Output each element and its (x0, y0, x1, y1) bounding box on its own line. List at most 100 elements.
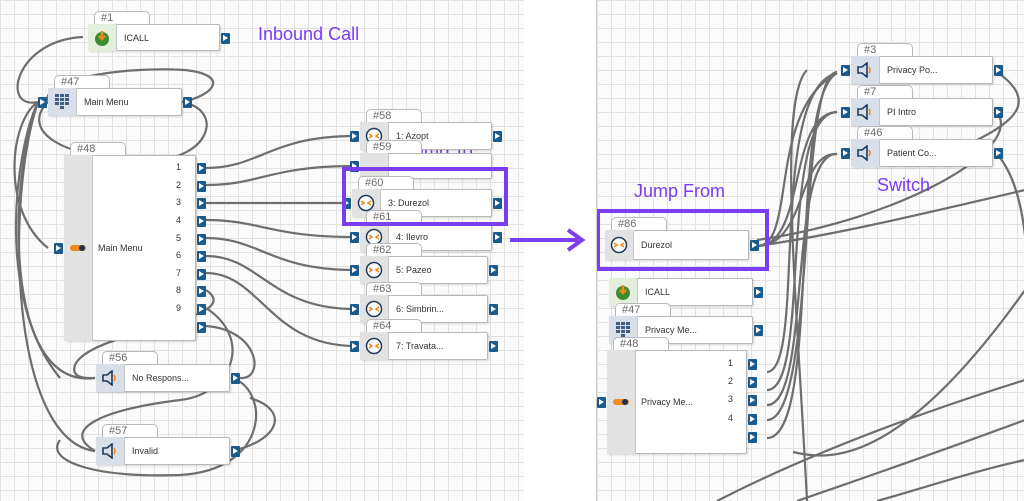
menu-option-port[interactable] (748, 432, 757, 443)
input-port[interactable] (841, 65, 850, 76)
menu-option-label: 2 (727, 376, 733, 386)
output-port[interactable] (493, 232, 502, 243)
node-label: 5: Pazeo (396, 265, 432, 275)
node-label: 4: Ilevro (396, 232, 429, 242)
node-label: 3: Durezol (388, 198, 430, 208)
menu-option-label: 5 (175, 233, 181, 243)
input-port[interactable] (350, 131, 359, 142)
node-jump-pazeo[interactable]: #62 5: Pazeo (350, 243, 498, 284)
node-label: Invalid (132, 446, 159, 456)
node-label: Privacy Po... (887, 65, 938, 75)
incoming-call-icon (609, 278, 638, 306)
menu-option-port[interactable] (197, 322, 206, 333)
node-invalid[interactable]: #57 Invalid (96, 424, 240, 465)
menu-option-port[interactable] (197, 286, 206, 297)
node-jump-travatan[interactable]: #64 7: Travata... (350, 319, 498, 360)
input-port[interactable] (342, 198, 351, 209)
switch-annotation: Switch (877, 175, 931, 195)
output-port[interactable] (231, 373, 240, 384)
output-port[interactable] (489, 304, 498, 315)
menu-option-port[interactable] (748, 395, 757, 406)
jump-icon (360, 256, 389, 284)
menu-option-port[interactable] (748, 377, 757, 388)
node-id-tab: #3 (857, 43, 913, 56)
menu-option-port[interactable] (197, 181, 206, 192)
menu-option-label: 3 (175, 197, 181, 207)
node-id-tab: #46 (857, 126, 913, 139)
input-port[interactable] (350, 161, 359, 172)
output-port[interactable] (754, 287, 763, 298)
node-label: Privacy Me... (641, 397, 694, 407)
node-label: 1: Azopt (396, 131, 429, 141)
node-main-menu-47[interactable]: #47 Main Menu (38, 75, 192, 116)
node-icall[interactable]: #1 ICALL (88, 11, 230, 51)
menu-option-label: 2 (175, 180, 181, 190)
menu-option-port[interactable] (197, 304, 206, 315)
keypad-icon (48, 88, 77, 116)
output-port[interactable] (493, 198, 502, 209)
node-label: PI Intro (887, 107, 917, 117)
left-canvas[interactable]: Inbound Call Jump To #1 ICALL #47 Main M… (0, 0, 524, 501)
right-canvas[interactable]: Jump From Switch #3 Privacy Po... #7 PI … (596, 0, 1024, 501)
jump-from-highlight-box (597, 209, 769, 271)
right-connection-wires (716, 69, 1024, 501)
jump-icon (605, 230, 634, 260)
node-label: No Respons... (132, 373, 190, 383)
jump-icon (360, 295, 389, 323)
node-privacy-policy[interactable]: #3 Privacy Po... (841, 43, 1003, 84)
input-port[interactable] (350, 304, 359, 315)
speaker-icon (851, 56, 880, 84)
input-port[interactable] (841, 107, 850, 118)
output-port[interactable] (489, 265, 498, 276)
menu-option-label: 9 (175, 303, 181, 313)
node-main-menu-48[interactable]: #48 Main Menu 1 2 3 4 5 6 7 8 9 (54, 142, 206, 341)
menu-option-port[interactable] (748, 414, 757, 425)
output-port[interactable] (231, 446, 240, 457)
output-port[interactable] (493, 131, 502, 142)
node-id-tab: #59 (366, 140, 422, 153)
input-port[interactable] (38, 97, 47, 108)
output-port[interactable] (754, 325, 763, 336)
node-no-response[interactable]: #56 No Respons... (96, 351, 240, 392)
speaker-icon (96, 437, 125, 465)
input-port[interactable] (841, 148, 850, 159)
node-id-tab: #57 (102, 424, 158, 437)
node-label: 7: Travata... (396, 341, 444, 351)
menu-option-port[interactable] (197, 234, 206, 245)
output-port[interactable] (221, 32, 230, 44)
node-label: Durezol (641, 240, 673, 250)
menu-option-port[interactable] (748, 359, 757, 370)
node-patient-co[interactable]: #46 Patient Co... (841, 126, 1003, 167)
input-port[interactable] (350, 265, 359, 276)
menu-option-label: 1 (727, 358, 733, 368)
node-durezol-86[interactable]: #86 Durezol (605, 217, 759, 260)
output-port[interactable] (994, 65, 1003, 76)
input-port[interactable] (350, 341, 359, 352)
output-port[interactable] (994, 148, 1003, 159)
menu-option-port[interactable] (197, 198, 206, 209)
transition-arrow-icon (510, 228, 586, 252)
node-id-tab: #56 (102, 351, 158, 364)
node-icall-right[interactable]: ICALL (609, 278, 763, 306)
node-jump-simbrinza[interactable]: #63 6: Simbrin... (350, 282, 498, 323)
node-label: 6: Simbrin... (396, 304, 445, 314)
node-id-tab: #61 (366, 210, 422, 223)
menu-option-port[interactable] (197, 216, 206, 227)
output-port[interactable] (994, 107, 1003, 118)
menu-option-port[interactable] (197, 269, 206, 280)
input-port[interactable] (597, 397, 606, 408)
output-port[interactable] (183, 97, 192, 108)
speaker-icon (851, 98, 880, 126)
input-port[interactable] (350, 232, 359, 243)
output-port[interactable] (750, 240, 759, 251)
node-privacy-menu-48[interactable]: #48 Privacy Me... 1 2 3 4 (597, 337, 757, 454)
node-pi-intro[interactable]: #7 PI Intro (841, 85, 1003, 126)
output-port[interactable] (489, 341, 498, 352)
menu-option-port[interactable] (197, 251, 206, 262)
node-jump-59[interactable]: #59 (350, 140, 492, 179)
node-id-tab: #48 (613, 337, 669, 350)
menu-option-label: 7 (175, 268, 181, 278)
menu-option-port[interactable] (197, 163, 206, 174)
input-port[interactable] (54, 243, 63, 254)
node-label: ICALL (124, 32, 150, 43)
